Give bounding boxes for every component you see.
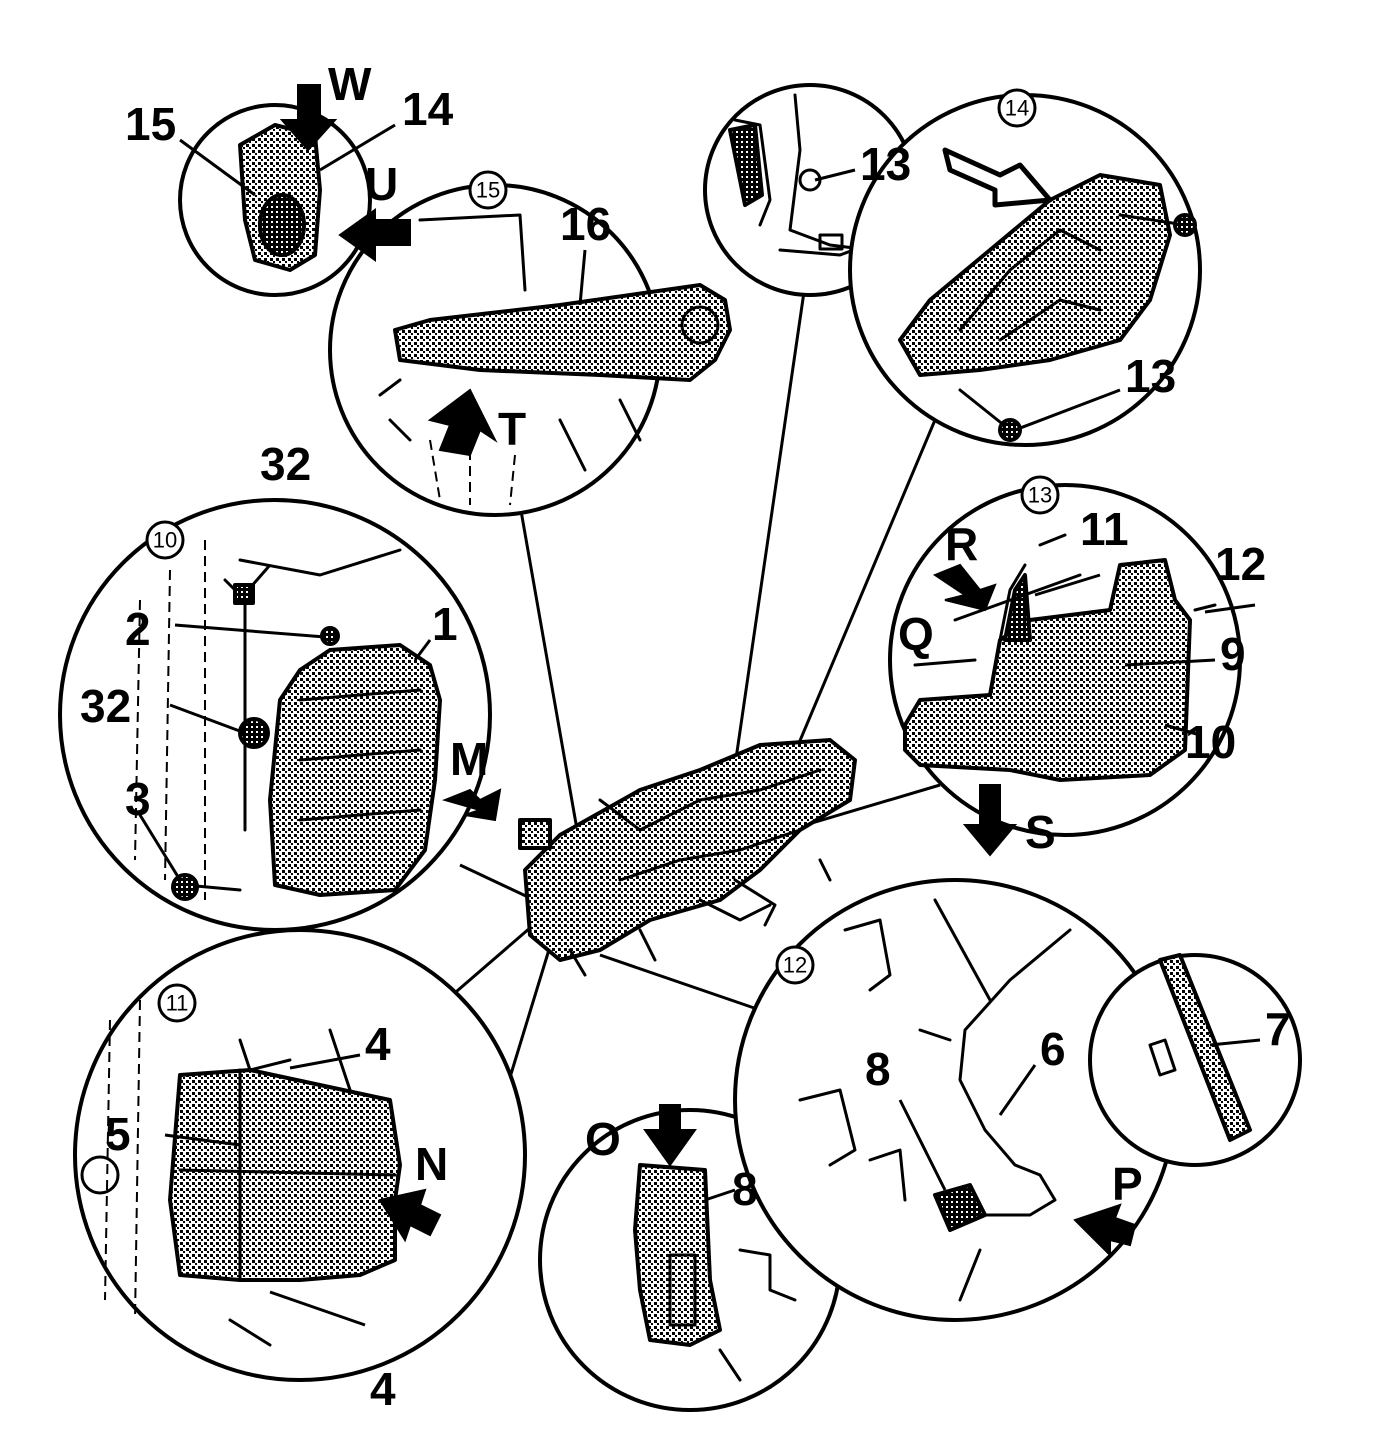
- label-7: 7: [1265, 1003, 1291, 1055]
- detail-ref-15: 15: [468, 170, 508, 210]
- svg-text:11: 11: [166, 991, 189, 1016]
- module-housing: [898, 173, 1172, 377]
- arrow-P: [1073, 1203, 1137, 1258]
- label-8-right: 8: [865, 1043, 891, 1095]
- arrow-S: [962, 784, 1018, 857]
- label-4-top: 4: [365, 1018, 391, 1070]
- arrow-T: [427, 388, 498, 457]
- svg-text:14: 14: [1005, 96, 1029, 121]
- detail-reference-markers: 15 14 13 10 11 12: [145, 88, 1060, 1023]
- label-O: O: [585, 1113, 621, 1165]
- arrow-R: [932, 563, 997, 612]
- label-13-top: 13: [860, 138, 911, 190]
- detail-module-13: [888, 483, 1242, 857]
- label-5: 5: [105, 1108, 131, 1160]
- label-4-bottom: 4: [370, 1363, 396, 1415]
- arrow-M: [441, 788, 502, 822]
- svg-text:13: 13: [1028, 483, 1052, 508]
- arrow-direction-open: [942, 147, 1053, 208]
- label-16: 16: [560, 198, 611, 250]
- label-Q: Q: [898, 608, 934, 660]
- detail-ref-13: 13: [1020, 475, 1060, 515]
- label-T: T: [498, 403, 526, 455]
- detail-clip-7: [1088, 953, 1302, 1167]
- svg-text:12: 12: [783, 953, 807, 978]
- svg-text:15: 15: [476, 178, 500, 203]
- arrow-U: [338, 208, 411, 262]
- detail-ref-10: 10: [145, 520, 185, 560]
- detail-cable-12: [733, 878, 1177, 1322]
- arrow-N: [378, 1188, 442, 1243]
- arrow-O: [643, 1104, 697, 1167]
- label-1: 1: [432, 598, 458, 650]
- connector-8-plug: [933, 1183, 987, 1232]
- module-9-10: [903, 558, 1192, 782]
- label-32-top: 32: [260, 438, 311, 490]
- detail-module-11: [73, 928, 527, 1382]
- label-9: 9: [1220, 628, 1246, 680]
- label-N: N: [415, 1138, 448, 1190]
- label-15: 15: [125, 98, 176, 150]
- label-P: P: [1112, 1158, 1143, 1210]
- label-8-left: 8: [732, 1163, 758, 1215]
- label-M: M: [450, 733, 488, 785]
- cable-6: [958, 928, 1072, 1217]
- detail-ref-11: 11: [157, 983, 197, 1023]
- callout-labels: 15 W 14 U 16 T 13 13 R 11 12 Q 9 10 S 32…: [80, 58, 1291, 1415]
- label-R: R: [945, 518, 978, 570]
- label-14: 14: [402, 83, 454, 135]
- detail-ref-14: 14: [997, 88, 1037, 128]
- label-W: W: [328, 58, 372, 110]
- label-6: 6: [1040, 1023, 1066, 1075]
- module-1: [268, 643, 442, 897]
- central-dashboard-assembly: [518, 738, 857, 977]
- detail-module-14: [848, 93, 1202, 447]
- label-10: 10: [1185, 716, 1236, 768]
- module-5: [168, 1068, 402, 1282]
- label-U: U: [365, 158, 398, 210]
- clip-7: [1158, 953, 1252, 1142]
- label-11: 11: [1080, 503, 1129, 555]
- label-3: 3: [125, 773, 151, 825]
- label-S: S: [1025, 806, 1056, 858]
- arrow-W: [279, 84, 338, 152]
- detail-clip-release: [178, 84, 411, 297]
- label-32-mid: 32: [80, 680, 131, 732]
- detail-module-10: [58, 498, 502, 932]
- label-13-right: 13: [1125, 350, 1176, 402]
- detail-lever: [328, 183, 732, 517]
- label-2: 2: [125, 603, 151, 655]
- lever-handle: [393, 283, 732, 382]
- label-12: 12: [1215, 538, 1266, 590]
- svg-text:10: 10: [153, 528, 177, 553]
- detail-ref-12: 12: [775, 945, 815, 985]
- callout-leaders: [138, 123, 1261, 1327]
